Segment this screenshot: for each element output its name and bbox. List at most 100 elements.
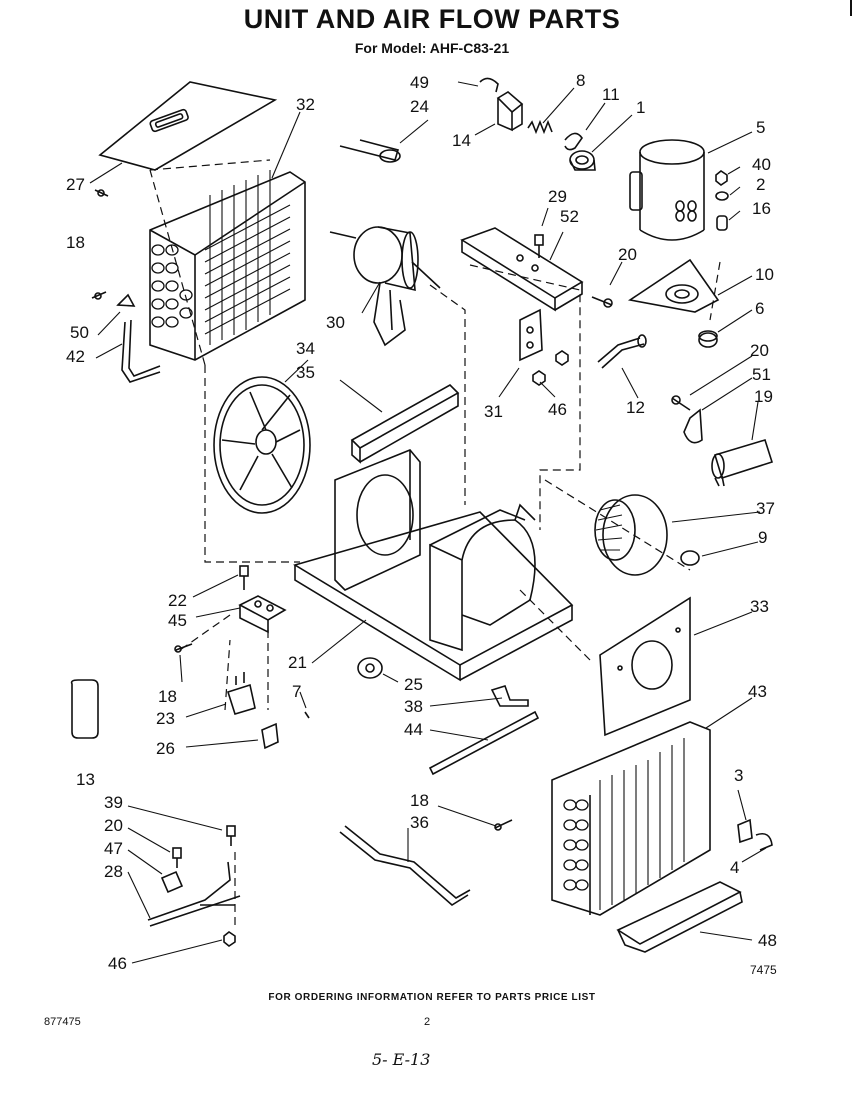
nut-46-side — [555, 350, 569, 366]
callout-label: 6 — [755, 299, 764, 318]
screw-20-right — [671, 395, 691, 411]
top-cover-panel — [98, 81, 278, 171]
callout-label: 25 — [404, 675, 423, 694]
callout-label: 18 — [158, 687, 177, 706]
assembly-dashed-lines — [149, 159, 721, 925]
spacer-16 — [716, 215, 728, 231]
callout-label: 50 — [70, 323, 89, 342]
bracket-31 — [519, 308, 543, 362]
drip-tray — [616, 881, 743, 953]
clip-4 — [755, 832, 773, 851]
condenser-fan-blade — [213, 376, 311, 514]
callout-label: 2 — [756, 175, 765, 194]
callout-label: 44 — [404, 720, 423, 739]
callout-label: 9 — [758, 528, 767, 547]
bracket-14 — [496, 91, 524, 132]
filter-13 — [70, 679, 99, 739]
callout-label: 19 — [754, 387, 773, 406]
screw-20-bottom — [172, 847, 182, 868]
clip-50 — [116, 293, 136, 307]
knob-26 — [261, 722, 279, 750]
screw-22 — [239, 565, 249, 590]
baffle-38 — [490, 685, 529, 707]
orifice-panel — [599, 596, 691, 737]
support-rod — [339, 825, 471, 906]
screw-29 — [534, 234, 544, 258]
power-cord — [147, 861, 241, 927]
base-pan — [293, 511, 574, 682]
condenser-coil — [149, 170, 306, 361]
figure-code: 7475 — [750, 963, 777, 977]
corner-rule — [850, 0, 852, 16]
clip-3 — [737, 818, 753, 844]
callout-label: 24 — [410, 97, 429, 116]
callout-label: 40 — [752, 155, 771, 174]
rod-44 — [428, 710, 540, 776]
callout-label: 13 — [76, 770, 95, 789]
callout-label: 14 — [452, 131, 471, 150]
callout-label: 18 — [66, 233, 85, 252]
foam-seal — [350, 384, 460, 464]
callout-label: 5 — [756, 118, 765, 137]
callout-label: 3 — [734, 766, 743, 785]
thermostat-switch — [226, 672, 256, 715]
callout-label: 49 — [410, 73, 429, 92]
callout-label: 46 — [108, 954, 127, 973]
callout-label: 39 — [104, 793, 123, 812]
callout-label: 43 — [748, 682, 767, 701]
callout-label: 31 — [484, 402, 503, 421]
washer-2 — [715, 191, 729, 201]
callout-label: 33 — [750, 597, 769, 616]
capacitor — [629, 139, 705, 241]
callout-label: 4 — [730, 858, 739, 877]
blower-housing — [429, 503, 536, 652]
callout-label: 23 — [156, 709, 175, 728]
callout-label: 20 — [104, 816, 123, 835]
callout-label: 26 — [156, 739, 175, 758]
leader-lines — [89, 81, 767, 964]
callout-label: 34 — [296, 339, 315, 358]
model-subtitle: For Model: AHF-C83-21 — [354, 40, 510, 56]
screw-18-left — [174, 643, 193, 653]
clip-49 — [479, 77, 499, 93]
fan-shroud — [334, 449, 421, 591]
screw-18-top — [91, 291, 107, 300]
callout-label: 27 — [66, 175, 85, 194]
callout-label: 28 — [104, 862, 123, 881]
spring-11 — [564, 132, 583, 151]
callout-label: 45 — [168, 611, 187, 630]
nut-9 — [680, 550, 700, 566]
grommet-25 — [357, 657, 383, 679]
callout-label: 52 — [560, 207, 579, 226]
screw-20-top — [591, 296, 613, 308]
callout-label: 36 — [410, 813, 429, 832]
callout-label: 8 — [576, 71, 585, 90]
ordering-note: FOR ORDERING INFORMATION REFER TO PARTS … — [268, 992, 596, 1003]
cable-tie — [339, 139, 401, 163]
callout-label: 20 — [750, 341, 769, 360]
callout-label: 12 — [626, 398, 645, 417]
callout-label: 22 — [168, 591, 187, 610]
callout-label: 11 — [602, 85, 620, 104]
handwritten-note: 5- E-13 — [372, 1050, 431, 1069]
callout-label: 7 — [292, 682, 301, 701]
callout-label: 32 — [296, 95, 315, 114]
callout-label: 37 — [756, 499, 775, 518]
callout-label: 16 — [752, 199, 771, 218]
callout-label: 46 — [548, 400, 567, 419]
clamp-47 — [160, 870, 184, 894]
callout-label: 18 — [410, 791, 429, 810]
document-number: 877475 — [44, 1016, 81, 1028]
mounting-plate — [460, 227, 584, 312]
nut-40 — [715, 170, 728, 186]
callout-labels: 49 8 11 1 24 14 32 5 40 2 16 27 29 52 18… — [66, 71, 777, 973]
callout-label: 30 — [326, 313, 345, 332]
spring-8 — [527, 119, 553, 135]
page-title: UNIT AND AIR FLOW PARTS — [243, 4, 621, 34]
nut-46-top — [532, 370, 546, 386]
callout-label: 20 — [618, 245, 637, 264]
callout-label: 1 — [636, 98, 645, 117]
callout-label: 51 — [752, 365, 771, 384]
drain-tube — [597, 334, 647, 369]
